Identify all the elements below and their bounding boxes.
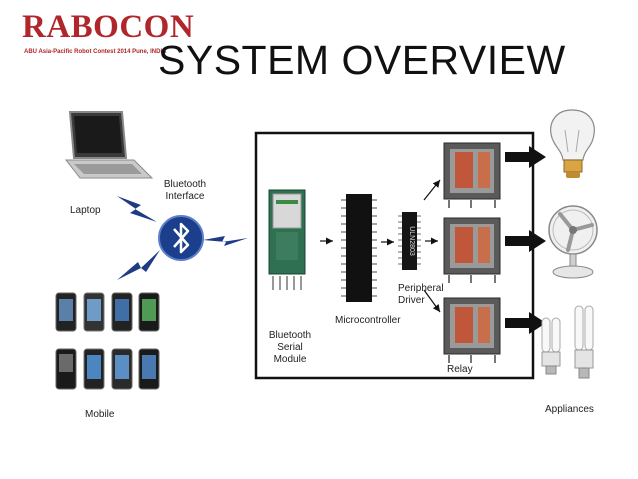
bluetooth-interface-label: Bluetooth Interface: [163, 179, 207, 202]
system-box: [254, 131, 535, 380]
bluetooth-module-label: Bluetooth Serial Module: [268, 330, 312, 365]
robocon-logo: RABOCON: [22, 9, 195, 45]
fan-icon: [548, 205, 598, 279]
bluetooth-module-icon: [268, 189, 306, 290]
driver-chip-icon: [398, 212, 421, 270]
wireless-signal-icon: [117, 196, 248, 280]
mobile-label: Mobile: [85, 409, 115, 420]
laptop-label: Laptop: [70, 205, 101, 216]
laptop-icon: [64, 111, 154, 179]
mobile-phone-icon: [55, 292, 160, 390]
slide-title: SYSTEM OVERVIEW: [158, 37, 566, 83]
logo-subtitle: ABU Asia-Pacific Robot Contest 2014 Pune…: [24, 49, 167, 55]
appliances-label: Appliances: [545, 404, 594, 415]
relay-label: Relay: [447, 364, 473, 375]
peripheral-driver-label: Peripheral Driver: [398, 283, 444, 306]
chip-icon: [341, 194, 377, 302]
driver-chip-label: ULN2803: [408, 226, 415, 256]
microcontroller-label: Microcontroller: [335, 315, 401, 326]
cfl-lamp-icon: [541, 305, 594, 379]
relay-icon: [443, 142, 501, 363]
output-arrows: [505, 146, 546, 334]
bluetooth-icon: [158, 215, 204, 261]
bulb-icon: [550, 109, 595, 178]
